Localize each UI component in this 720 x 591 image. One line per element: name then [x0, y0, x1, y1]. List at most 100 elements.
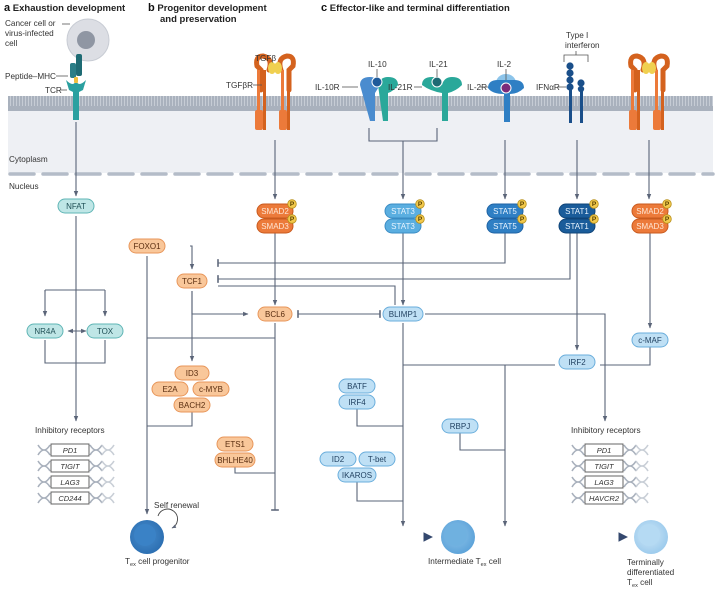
terminal-cell-label-3: Tex cell: [627, 578, 653, 589]
phospho-icon: P: [415, 214, 425, 224]
panel-b-title: b Progenitor development: [148, 2, 267, 14]
svg-text:P: P: [520, 201, 525, 208]
cancer-cell-label: Cancer cell or: [5, 19, 56, 28]
self-renewal-arrow: [157, 508, 178, 529]
svg-text:P: P: [290, 201, 295, 208]
node-label: T-bet: [368, 455, 387, 464]
node-label: RBPJ: [450, 422, 470, 431]
node-label: c-MYB: [199, 385, 223, 394]
terminal-cell: [634, 520, 668, 554]
tgfb-label: TGFβ: [255, 54, 276, 63]
dna-icon: [37, 460, 115, 472]
gene-tigit: TIGIT: [571, 459, 649, 473]
tgfbr-label: TGFβR: [226, 81, 253, 90]
node-label: ID3: [186, 369, 199, 378]
node-label: IRF2: [568, 358, 586, 367]
gene-pd1: PD1: [37, 443, 115, 457]
il2-receptor: [488, 74, 524, 122]
il21-receptor: [422, 76, 462, 121]
intermediate-cell-label: Intermediate Tex cell: [428, 557, 501, 568]
node-foxo1: FOXO1: [128, 238, 166, 254]
node-label: BATF: [347, 382, 367, 391]
node-label: STAT5: [493, 222, 517, 231]
signaling-connectors: [42, 122, 653, 527]
gene-label: LAG3: [594, 478, 614, 487]
nucleus-label: Nucleus: [9, 182, 39, 191]
svg-text:P: P: [418, 216, 423, 223]
svg-text:P: P: [592, 216, 597, 223]
node-label: c-MAF: [638, 336, 662, 345]
phospho-icon: P: [589, 199, 599, 209]
node-irf4: IRF4: [338, 394, 376, 410]
gene-pd1: PD1: [571, 443, 649, 457]
node-label: NR4A: [34, 327, 56, 336]
peptide-mhc-label: Peptide–MHC: [5, 72, 56, 81]
svg-text:P: P: [418, 201, 423, 208]
cancer-cell-label-3: cell: [5, 39, 17, 48]
node-label: STAT1: [565, 222, 589, 231]
tgfb-receptor-right: [628, 53, 670, 130]
node-label: STAT5: [493, 207, 517, 216]
type1-ifn-label-2: interferon: [565, 41, 600, 50]
dna-icon: [571, 492, 649, 504]
panel-b-title-line2: and preservation: [160, 14, 237, 25]
dna-icon: [571, 460, 649, 472]
panel-a-title: a Exhaustion development: [4, 2, 126, 14]
node-label: BACH2: [179, 401, 206, 410]
gene-label: LAG3: [60, 478, 80, 487]
dna-icon: [571, 444, 649, 456]
il2-label: IL-2: [497, 60, 512, 69]
panel-c-title: c Effector-like and terminal differentia…: [321, 2, 510, 14]
node-label: ID2: [332, 455, 345, 464]
node-nr4a: NR4A: [26, 323, 64, 339]
node-ikaros: IKAROS: [337, 467, 377, 483]
dna-icon: [571, 476, 649, 488]
il21r-label: IL-21R: [388, 83, 413, 92]
dna-icon: [37, 492, 115, 504]
node-id3: ID3: [174, 365, 210, 381]
node-tox: TOX: [86, 323, 124, 339]
tcr-label: TCR: [45, 86, 62, 95]
node-label: TOX: [97, 327, 114, 336]
gene-label: PD1: [597, 446, 612, 455]
phospho-icon: P: [287, 199, 297, 209]
node-label: IKAROS: [342, 471, 372, 480]
intermediate-cell: [441, 520, 475, 554]
inhibitory-receptors-left-label: Inhibitory receptors: [35, 426, 105, 435]
node-cmaf: c-MAF: [631, 332, 669, 348]
node-tcf1: TCF1: [176, 273, 208, 289]
dna-icon: [37, 444, 115, 456]
node-irf2: IRF2: [558, 354, 596, 370]
phospho-icon: P: [287, 214, 297, 224]
node-rbpj: RBPJ: [441, 418, 479, 434]
node-label: FOXO1: [133, 242, 161, 251]
phospho-icon: P: [517, 199, 527, 209]
type1-ifn-label: Type I: [566, 31, 588, 40]
node-ets1: ETS1: [216, 436, 254, 452]
node-label: TCF1: [182, 277, 203, 286]
cell-membrane: [8, 96, 713, 111]
node-bach2: BACH2: [173, 397, 211, 413]
node-bhlhe40: BHLHE40: [214, 452, 256, 468]
node-nfat: NFAT: [57, 198, 95, 214]
progenitor-cell-label: Tex cell progenitor: [125, 557, 190, 568]
gene-havcr2: HAVCR2: [571, 491, 649, 505]
svg-text:P: P: [290, 216, 295, 223]
node-label: SMAD2: [261, 207, 289, 216]
gene-lag3: LAG3: [571, 475, 649, 489]
node-label: SMAD2: [636, 207, 664, 216]
ifnar-label: IFNαR: [536, 83, 560, 92]
node-batf: BATF: [338, 378, 376, 394]
tcr-receptor: [66, 77, 86, 120]
